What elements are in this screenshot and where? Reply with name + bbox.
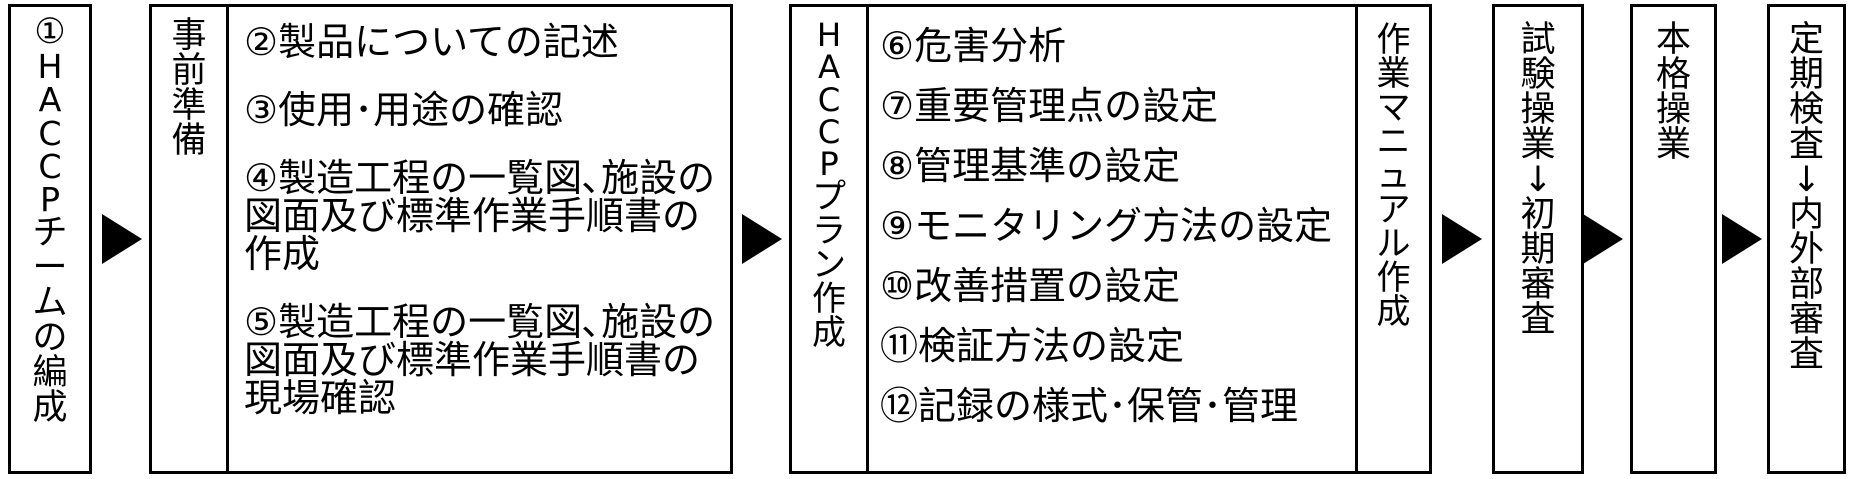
vertical-glyph: 内 [1788,195,1824,235]
periodic-inspection-text: 定期検査↓内外部審査 [1770,7,1843,373]
vertical-glyph: 審 [1520,265,1556,305]
vertical-glyph: P [39,180,61,219]
step-full-operation-box: 本格操業 [1630,4,1717,474]
vertical-glyph: マ [1376,88,1411,128]
flow-arrow-4 [1583,214,1623,264]
vertical-glyph: ラ [812,211,846,252]
vertical-glyph: P [819,145,839,184]
haccp-plan-divider [866,7,869,471]
vertical-glyph: 格 [1655,55,1691,95]
vertical-glyph: H [816,16,842,54]
vertical-glyph: 前 [171,51,207,91]
plan-item-6: ⑥危害分析 [880,24,1067,68]
vertical-glyph: C [38,113,62,153]
vertical-glyph: 審 [1788,300,1824,340]
vertical-glyph: C [38,146,62,186]
vertical-glyph: 部 [1788,265,1824,305]
vertical-glyph: 業 [1376,54,1411,94]
vertical-glyph: チ [32,213,68,254]
step-pre-preparation-box: 事前準備 ②製品についての記述 ③使用･用途の確認 ④製造工程の一覧図､施設の図… [149,4,733,474]
haccp-plan-list: ⑥危害分析 ⑦重要管理点の設定 ⑧管理基準の設定 ⑨モニタリング方法の設定 ⑩改… [880,27,1332,447]
vertical-glyph: 検 [1788,90,1824,130]
vertical-glyph: 成 [1376,292,1411,332]
flow-arrow-3 [1442,214,1482,264]
pre-item-3: ③使用･用途の確認 [244,88,564,132]
vertical-glyph: 外 [1788,230,1824,270]
vertical-glyph: 査 [1788,125,1824,165]
vertical-glyph: 査 [1788,335,1824,375]
vertical-glyph: 試 [1520,20,1556,60]
pre-preparation-list: ②製品についての記述 ③使用･用途の確認 ④製造工程の一覧図､施設の図面及び標準… [244,23,724,439]
vertical-glyph: C [817,112,841,151]
vertical-glyph: ニ [1376,122,1411,162]
vertical-glyph: A [817,48,841,87]
trial-operation-text: 試験操業↓初期審査 [1495,7,1581,338]
vertical-glyph: ア [1376,190,1411,230]
vertical-glyph: 成 [32,388,68,429]
vertical-glyph: 作 [1376,258,1411,298]
pre-preparation-label: 事前準備 [152,19,226,159]
vertical-glyph: 査 [1520,300,1556,340]
vertical-glyph: の [32,318,68,359]
plan-item-12: ⑫記録の様式･保管･管理 [880,384,1299,428]
plan-item-7: ⑦重要管理点の設定 [880,84,1219,128]
flow-arrow-5 [1722,214,1762,264]
vertical-glyph: 作 [1376,20,1411,60]
vertical-glyph: ↓ [1791,160,1822,200]
vertical-glyph: A [38,80,62,120]
vertical-glyph: 事 [171,16,207,56]
vertical-glyph: プ [812,177,846,218]
vertical-glyph: 定 [1788,20,1824,60]
vertical-glyph: ↓ [1523,160,1553,200]
vertical-glyph: ム [32,283,68,324]
plan-item-9: ⑨モニタリング方法の設定 [880,204,1333,248]
pre-item-4: ④製造工程の一覧図､施設の図面及び標準作業手順書の作成 [244,156,716,276]
vertical-glyph: 期 [1788,55,1824,95]
vertical-glyph: 業 [1655,125,1691,165]
vertical-glyph: ー [32,248,68,289]
flow-arrow-2 [742,214,782,264]
pre-preparation-divider [226,7,229,471]
vertical-glyph: ュ [1376,156,1411,196]
vertical-glyph: 編 [32,353,68,394]
vertical-glyph: 準 [171,86,207,126]
manual-divider [1355,7,1358,471]
vertical-glyph: 備 [171,121,207,161]
vertical-glyph: 期 [1520,230,1556,270]
work-manual-label: 作業マニュアル作成 [1358,23,1429,329]
flow-arrow-1 [102,214,142,264]
vertical-glyph: 業 [1520,125,1556,165]
plan-item-11: ⑪検証方法の設定 [880,324,1185,368]
plan-item-8: ⑧管理基準の設定 [880,144,1181,188]
vertical-glyph: ン [812,245,846,286]
vertical-glyph: ① [34,12,66,52]
vertical-glyph: C [817,80,841,119]
full-operation-text: 本格操業 [1633,7,1714,163]
vertical-glyph: 験 [1520,55,1556,95]
plan-item-10: ⑩改善措置の設定 [880,264,1181,308]
vertical-glyph: 成 [812,313,846,354]
vertical-glyph: 初 [1520,195,1556,235]
vertical-glyph: H [37,47,63,86]
pre-item-2: ②製品についての記述 [244,20,619,64]
vertical-glyph: ル [1376,224,1411,264]
step-periodic-inspection-box: 定期検査↓内外部審査 [1767,4,1846,474]
vertical-glyph: 作 [812,279,846,320]
vertical-glyph: 操 [1520,90,1556,130]
vertical-glyph: 操 [1655,90,1691,130]
vertical-glyph: 本 [1655,20,1691,60]
step-trial-operation-box: 試験操業↓初期審査 [1492,4,1584,474]
pre-item-5: ⑤製造工程の一覧図､施設の図面及び標準作業手順書の現場確認 [244,300,716,420]
